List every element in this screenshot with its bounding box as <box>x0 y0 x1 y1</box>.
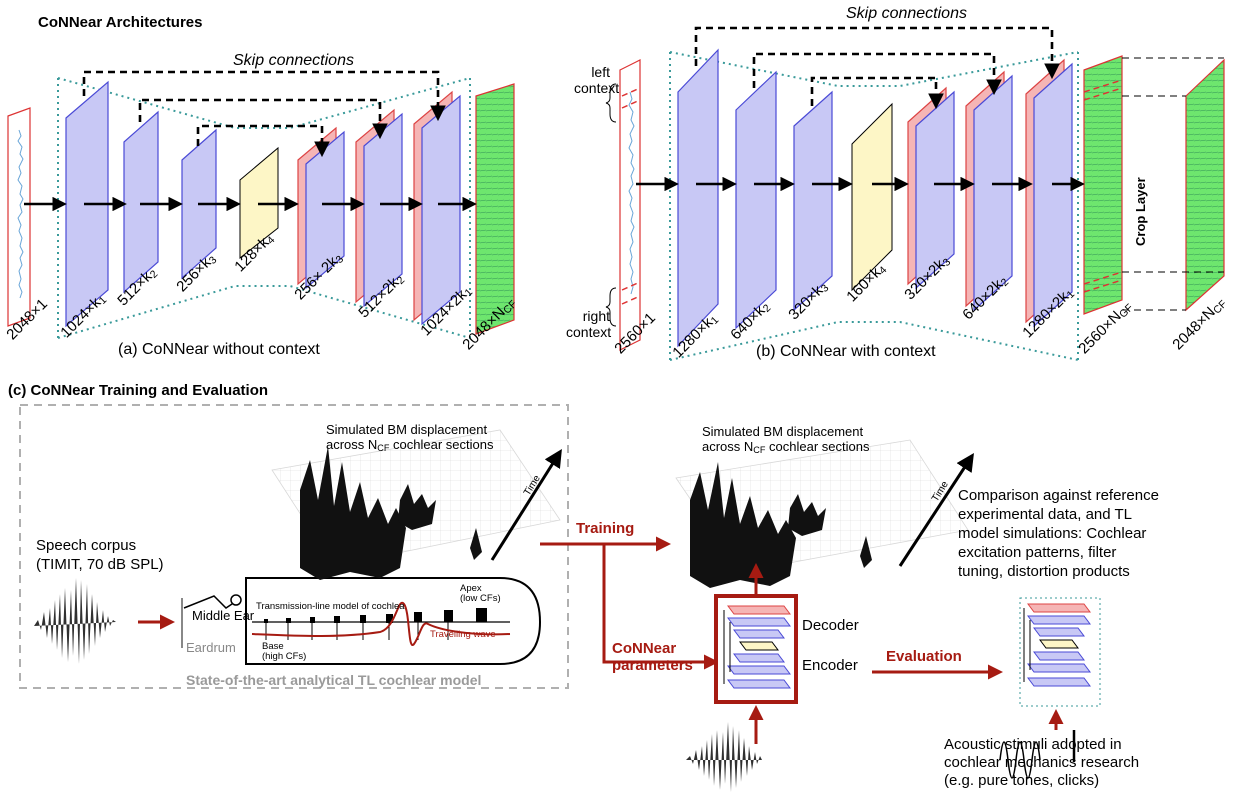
right-context-brace <box>605 287 617 327</box>
tl-model-caption: State-of-the-art analytical TL cochlear … <box>186 672 482 688</box>
speech-waveform-left <box>34 578 116 664</box>
crop-layer-label: Crop Layer <box>1133 177 1148 246</box>
tl-model-label: Transmission-line model of cochlea <box>256 601 405 612</box>
bm-plot-right <box>675 439 969 588</box>
encoder-layer-b-2 <box>735 70 777 330</box>
evaluation-label: Evaluation <box>886 648 962 665</box>
tl-sections <box>264 608 487 623</box>
travelling-wave-label: Travelling wave <box>430 629 496 640</box>
bottleneck-layer-b <box>851 102 893 292</box>
encoder-layer-b-3 <box>793 90 833 312</box>
input-waveform-b <box>628 91 635 295</box>
connear-mini-stack <box>723 605 791 689</box>
middle-ear-ossicles <box>183 595 233 609</box>
bm-label-left: Simulated BM displacement across NCF coc… <box>326 422 494 453</box>
pure-tone-glyph <box>999 741 1041 779</box>
cropped-output-b <box>1185 58 1225 312</box>
encoder-label: Encoder <box>802 657 858 674</box>
training-label: Training <box>576 520 635 537</box>
tl-model-box <box>19 404 569 689</box>
encoder-layer-a-2 <box>123 110 159 294</box>
output-layer-b <box>1083 55 1123 315</box>
travelling-wave-curve <box>251 601 511 646</box>
panel-a <box>7 70 515 339</box>
panel-c <box>19 404 1101 792</box>
output-layer-a <box>475 83 515 335</box>
decoder-label: Decoder <box>802 617 859 634</box>
time-axis-right <box>898 452 974 567</box>
context-frame-a <box>57 77 471 339</box>
decoder-layer-a-2 <box>363 112 403 308</box>
base-label: Base(high CFs) <box>262 641 307 662</box>
output-crop-marks-b <box>1083 79 1123 293</box>
speech-waveform-bottom <box>686 722 762 792</box>
skip-connections-label-b: Skip connections <box>846 5 967 22</box>
speech-corpus-label: Speech corpus(TIMIT, 70 dB SPL) <box>36 537 164 573</box>
time-axis-left <box>490 448 562 561</box>
panel-b <box>605 26 1225 361</box>
encoder-layer-b-1 <box>677 48 719 348</box>
skip-connections-a <box>82 70 446 158</box>
decoder-layer-a-3 <box>421 94 461 326</box>
decoder-layer-b-2 <box>973 74 1013 312</box>
decoder-layer-a-1 <box>305 130 345 290</box>
crop-guides-b <box>1122 57 1224 311</box>
middle-ear-label: Middle Ear <box>192 608 255 623</box>
architectures-title: CoNNear Architectures <box>38 14 203 31</box>
stimuli-text: Acoustic stimuli adopted in cochlear mec… <box>944 736 1140 789</box>
input-waveform-a <box>17 129 24 299</box>
training-evaluation-title: (c) CoNNear Training and Evaluation <box>8 382 269 399</box>
comparison-text: Comparison against reference experimenta… <box>958 487 1159 580</box>
skip-connections-b <box>694 26 1060 110</box>
eardrum-label: Eardrum <box>186 640 236 655</box>
context-dashes-b <box>621 87 641 305</box>
bm-plot-left <box>271 429 561 580</box>
caption-a: (a) CoNNear without context <box>118 341 320 358</box>
caption-b: (b) CoNNear with context <box>756 343 936 360</box>
middle-ear-window <box>230 594 242 606</box>
bm-label-right: Simulated BM displacement across NCF coc… <box>702 424 870 455</box>
parameters-branch <box>602 544 719 670</box>
apex-label: Apex(low CFs) <box>460 583 501 604</box>
left-context-brace <box>605 83 617 123</box>
evaluation-mini-stack <box>1019 597 1101 707</box>
skip-connections-label-a: Skip connections <box>233 52 354 69</box>
